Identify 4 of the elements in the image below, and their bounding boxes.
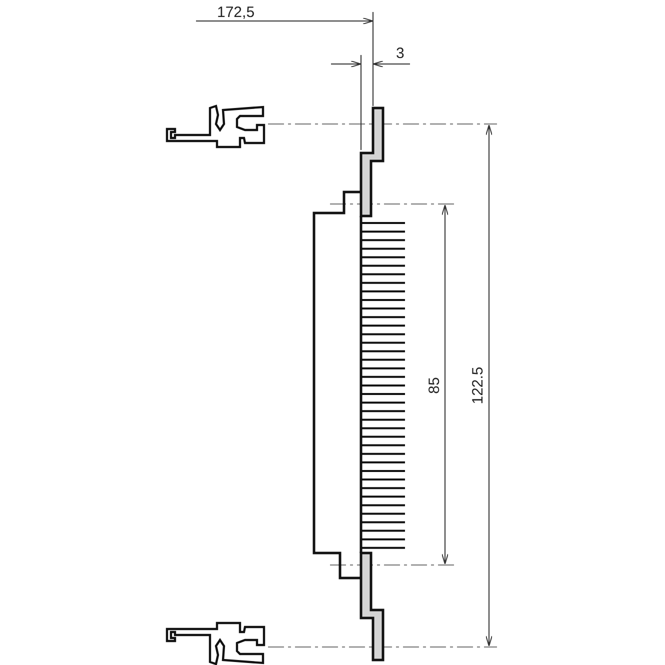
dimension-label: 85 [426,376,442,394]
dimension-label: 122.5 [470,366,486,404]
dimension-label: 3 [396,46,404,60]
dimension-label: 172,5 [217,4,255,20]
